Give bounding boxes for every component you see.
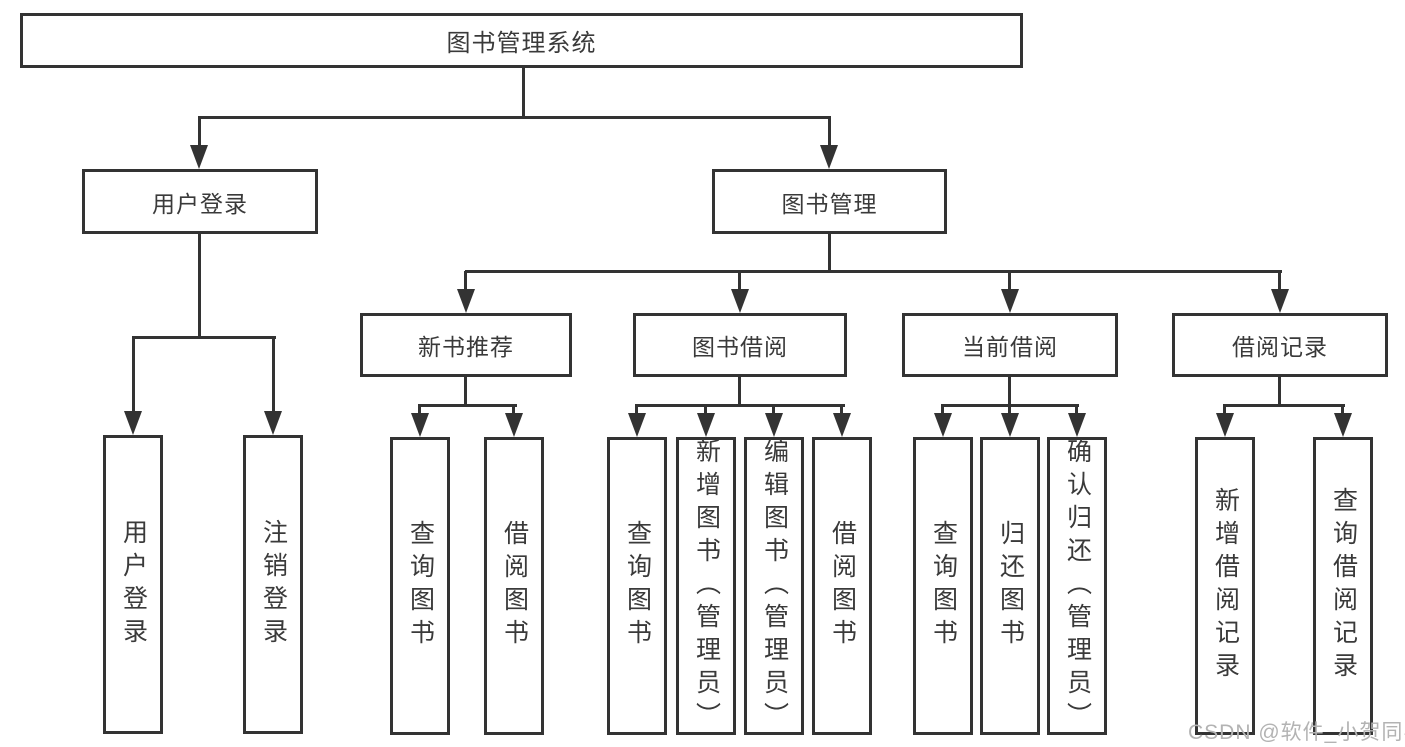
connector-drop-bb-add bbox=[704, 405, 707, 416]
node-nbr-borrow-books-label: 借阅图书 bbox=[500, 520, 529, 652]
node-root-label: 图书管理系统 bbox=[446, 30, 597, 57]
node-current-borrowing: 当前借阅 bbox=[902, 313, 1118, 377]
connector-drop-br-query bbox=[1341, 405, 1344, 416]
connector-drop-leaf-user-login bbox=[132, 337, 135, 414]
arrow-to-br-query bbox=[1334, 413, 1352, 437]
arrow-to-user-login bbox=[190, 145, 208, 169]
arrow-to-bb-query bbox=[628, 413, 646, 437]
node-cb-return-books-label: 归还图书 bbox=[996, 520, 1025, 652]
connector-book-borrowing-stem bbox=[738, 377, 741, 407]
node-bb-edit-books: 编辑图书（管理员） bbox=[744, 437, 804, 735]
node-cb-confirm-return-label: 确认归还（管理员） bbox=[1063, 437, 1092, 735]
arrow-to-nbr-query bbox=[411, 413, 429, 437]
node-bb-add-books: 新增图书（管理员） bbox=[676, 437, 736, 735]
node-br-add-record: 新增借阅记录 bbox=[1195, 437, 1255, 735]
arrow-to-new-book-recommend bbox=[457, 289, 475, 313]
connector-user-login-stem bbox=[198, 234, 201, 338]
connector-drop-nbr-borrow bbox=[512, 405, 515, 416]
node-cb-confirm-return: 确认归还（管理员） bbox=[1047, 437, 1107, 735]
node-borrowing-records-label: 借阅记录 bbox=[1232, 334, 1328, 360]
node-new-book-recommend-label: 新书推荐 bbox=[418, 334, 514, 360]
node-new-book-recommend: 新书推荐 bbox=[360, 313, 572, 377]
node-root: 图书管理系统 bbox=[20, 13, 1023, 68]
arrow-to-borrowing-records bbox=[1271, 289, 1289, 313]
node-bb-edit-books-label: 编辑图书（管理员） bbox=[760, 437, 789, 735]
node-bb-borrow-books: 借阅图书 bbox=[812, 437, 872, 735]
node-leaf-logout: 注销登录 bbox=[243, 435, 303, 734]
node-bb-query-books-label: 查询图书 bbox=[623, 520, 652, 652]
arrow-to-nbr-borrow bbox=[505, 413, 523, 437]
connector-book-borrowing-crossbar bbox=[635, 404, 845, 407]
connector-new-book-recommend-crossbar bbox=[418, 404, 517, 407]
arrow-to-cb-return bbox=[1001, 413, 1019, 437]
connector-drop-book-management bbox=[828, 117, 831, 148]
connector-drop-cb-query bbox=[941, 405, 944, 416]
node-cb-query-books-label: 查询图书 bbox=[929, 520, 958, 652]
connector-drop-br-add bbox=[1223, 405, 1226, 416]
arrow-to-book-borrowing bbox=[731, 289, 749, 313]
node-leaf-user-login-label: 用户登录 bbox=[119, 518, 148, 651]
arrow-to-cb-query bbox=[934, 413, 952, 437]
node-cb-query-books: 查询图书 bbox=[913, 437, 973, 735]
connector-root-crossbar bbox=[198, 116, 831, 119]
arrow-to-bb-borrow bbox=[833, 413, 851, 437]
connector-drop-book-borrowing bbox=[738, 271, 741, 293]
connector-drop-user-login bbox=[198, 117, 201, 148]
node-book-management: 图书管理 bbox=[712, 169, 947, 234]
node-bb-query-books: 查询图书 bbox=[607, 437, 667, 735]
arrow-to-bb-add bbox=[697, 413, 715, 437]
node-bb-add-books-label: 新增图书（管理员） bbox=[692, 437, 721, 735]
node-borrowing-records: 借阅记录 bbox=[1172, 313, 1388, 377]
connector-drop-current-borrowing bbox=[1008, 271, 1011, 293]
connector-user-login-crossbar bbox=[132, 336, 276, 339]
node-current-borrowing-label: 当前借阅 bbox=[962, 334, 1058, 360]
node-leaf-logout-label: 注销登录 bbox=[259, 518, 288, 651]
connector-drop-cb-return bbox=[1008, 405, 1011, 416]
arrow-to-br-add bbox=[1216, 413, 1234, 437]
node-cb-return-books: 归还图书 bbox=[980, 437, 1040, 735]
connector-drop-bb-edit bbox=[772, 405, 775, 416]
arrow-to-book-management bbox=[820, 145, 838, 169]
connector-borrowing-records-stem bbox=[1278, 377, 1281, 407]
node-bb-borrow-books-label: 借阅图书 bbox=[828, 520, 857, 652]
node-book-management-label: 图书管理 bbox=[781, 190, 878, 217]
node-nbr-query-books-label: 查询图书 bbox=[406, 520, 435, 652]
connector-drop-bb-borrow bbox=[840, 405, 843, 416]
connector-drop-new-book-recommend bbox=[464, 271, 467, 293]
node-br-add-record-label: 新增借阅记录 bbox=[1211, 487, 1240, 685]
node-nbr-query-books: 查询图书 bbox=[390, 437, 450, 735]
node-user-login-label: 用户登录 bbox=[152, 190, 248, 217]
node-br-query-record: 查询借阅记录 bbox=[1313, 437, 1373, 735]
connector-drop-borrowing-records bbox=[1278, 271, 1281, 293]
connector-drop-leaf-logout bbox=[272, 337, 275, 414]
arrow-to-leaf-logout bbox=[264, 411, 282, 435]
node-book-borrowing: 图书借阅 bbox=[633, 313, 847, 377]
node-nbr-borrow-books: 借阅图书 bbox=[484, 437, 544, 735]
node-br-query-record-label: 查询借阅记录 bbox=[1329, 487, 1358, 685]
connector-borrowing-records-crossbar bbox=[1223, 404, 1345, 407]
connector-book-management-crossbar bbox=[465, 270, 1282, 273]
connector-drop-cb-confirm bbox=[1075, 405, 1078, 416]
node-book-borrowing-label: 图书借阅 bbox=[692, 334, 788, 360]
node-leaf-user-login: 用户登录 bbox=[103, 435, 163, 734]
connector-new-book-recommend-stem bbox=[464, 377, 467, 407]
node-user-login: 用户登录 bbox=[82, 169, 318, 234]
arrow-to-leaf-user-login bbox=[124, 411, 142, 435]
connector-root-stem bbox=[522, 68, 525, 119]
connector-book-management-stem bbox=[828, 234, 831, 273]
arrow-to-cb-confirm bbox=[1068, 413, 1086, 437]
connector-drop-nbr-query bbox=[418, 405, 421, 416]
connector-drop-bb-query bbox=[635, 405, 638, 416]
arrow-to-current-borrowing bbox=[1001, 289, 1019, 313]
arrow-to-bb-edit bbox=[765, 413, 783, 437]
csdn-watermark: CSDN @软件_小贺同学 bbox=[1188, 721, 1405, 744]
connector-current-borrowing-stem bbox=[1008, 377, 1011, 407]
